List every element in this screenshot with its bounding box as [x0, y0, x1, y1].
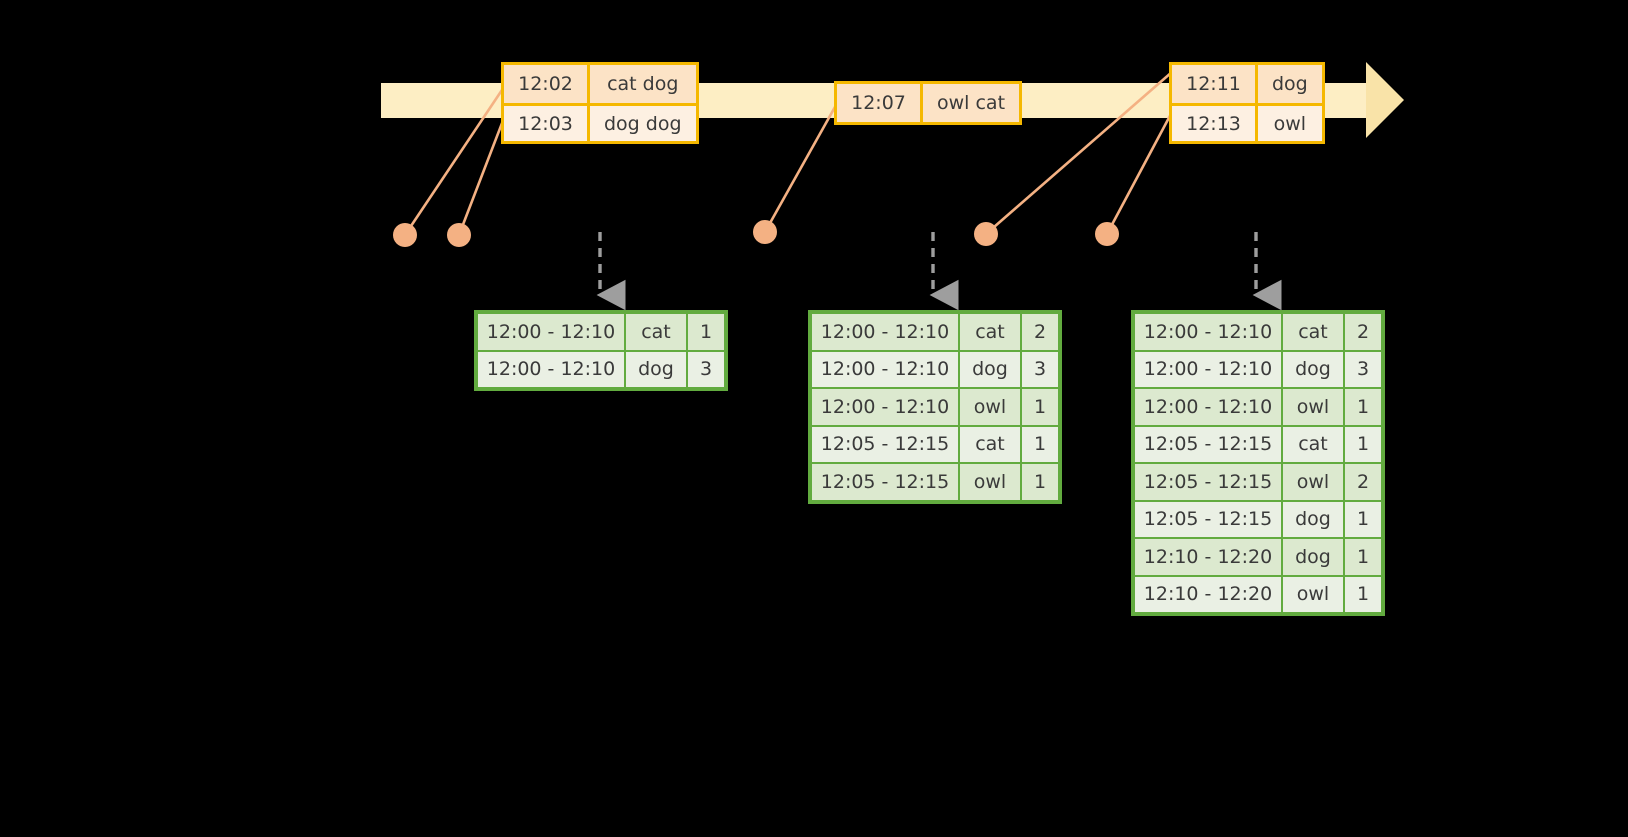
window-cell: 12:00 - 12:10	[477, 350, 625, 388]
word-cell: dog	[625, 350, 687, 388]
word-cell: owl	[1282, 388, 1344, 426]
window-cell: 12:05 - 12:15	[1134, 500, 1282, 538]
count-cell: 1	[1344, 500, 1382, 538]
word-cell: dog	[959, 350, 1021, 388]
event-dot-1207	[753, 220, 777, 244]
window-cell: 12:00 - 12:10	[1134, 388, 1282, 426]
window-cell: 12:10 - 12:20	[1134, 538, 1282, 576]
event-dot-1203-line	[457, 117, 506, 236]
window-cell: 12:00 - 12:10	[811, 313, 959, 351]
count-cell: 1	[1021, 388, 1059, 426]
word-cell: cat	[1282, 313, 1344, 351]
count-cell: 1	[1021, 425, 1059, 463]
window-cell: 12:05 - 12:15	[811, 425, 959, 463]
event-time: 12:13	[1172, 106, 1258, 141]
count-cell: 1	[687, 313, 725, 351]
count-cell: 1	[1021, 463, 1059, 501]
window-cell: 12:00 - 12:10	[811, 350, 959, 388]
count-cell: 1	[1344, 575, 1382, 613]
window-cell: 12:00 - 12:10	[1134, 313, 1282, 351]
window-cell: 12:10 - 12:20	[1134, 575, 1282, 613]
window-cell: 12:05 - 12:15	[811, 463, 959, 501]
dashed-arrows	[596, 232, 1282, 311]
count-cell: 1	[1344, 425, 1382, 463]
count-cell: 3	[1021, 350, 1059, 388]
event-dot-1211	[974, 222, 998, 246]
count-cell: 2	[1344, 463, 1382, 501]
event-words: dog dog	[590, 106, 696, 141]
event-time: 12:07	[837, 84, 923, 122]
event-dots	[393, 220, 1119, 247]
event-time: 12:02	[504, 65, 590, 103]
count-cell: 2	[1021, 313, 1059, 351]
window-cell: 12:05 - 12:15	[1134, 463, 1282, 501]
count-cell: 3	[1344, 350, 1382, 388]
event-words: cat dog	[590, 65, 696, 103]
word-cell: cat	[625, 313, 687, 351]
word-cell: cat	[959, 425, 1021, 463]
event-dot-1202	[393, 223, 417, 247]
count-cell: 1	[1344, 388, 1382, 426]
word-cell: dog	[1282, 350, 1344, 388]
word-cell: dog	[1282, 538, 1344, 576]
word-cell: owl	[1282, 463, 1344, 501]
word-cell: owl	[959, 463, 1021, 501]
count-cell: 3	[687, 350, 725, 388]
event-words: owl	[1258, 106, 1322, 141]
event-time: 12:03	[504, 106, 590, 141]
window-cell: 12:00 - 12:10	[477, 313, 625, 351]
event-dot-1213-line	[1105, 111, 1174, 235]
window-cell: 12:00 - 12:10	[1134, 350, 1282, 388]
word-cell: cat	[959, 313, 1021, 351]
event-dot-1213	[1095, 222, 1119, 246]
window-cell: 12:05 - 12:15	[1134, 425, 1282, 463]
window-cell: 12:00 - 12:10	[811, 388, 959, 426]
word-cell: owl	[1282, 575, 1344, 613]
word-cell: dog	[1282, 500, 1344, 538]
count-cell: 2	[1344, 313, 1382, 351]
event-dot-1207-line	[763, 97, 842, 233]
word-cell: owl	[959, 388, 1021, 426]
event-time: 12:11	[1172, 65, 1258, 103]
count-cell: 1	[1344, 538, 1382, 576]
event-words: owl cat	[923, 84, 1020, 122]
event-dot-1203	[447, 223, 471, 247]
event-dot-1202-line	[403, 77, 512, 236]
event-words: dog	[1258, 65, 1322, 103]
word-cell: cat	[1282, 425, 1344, 463]
